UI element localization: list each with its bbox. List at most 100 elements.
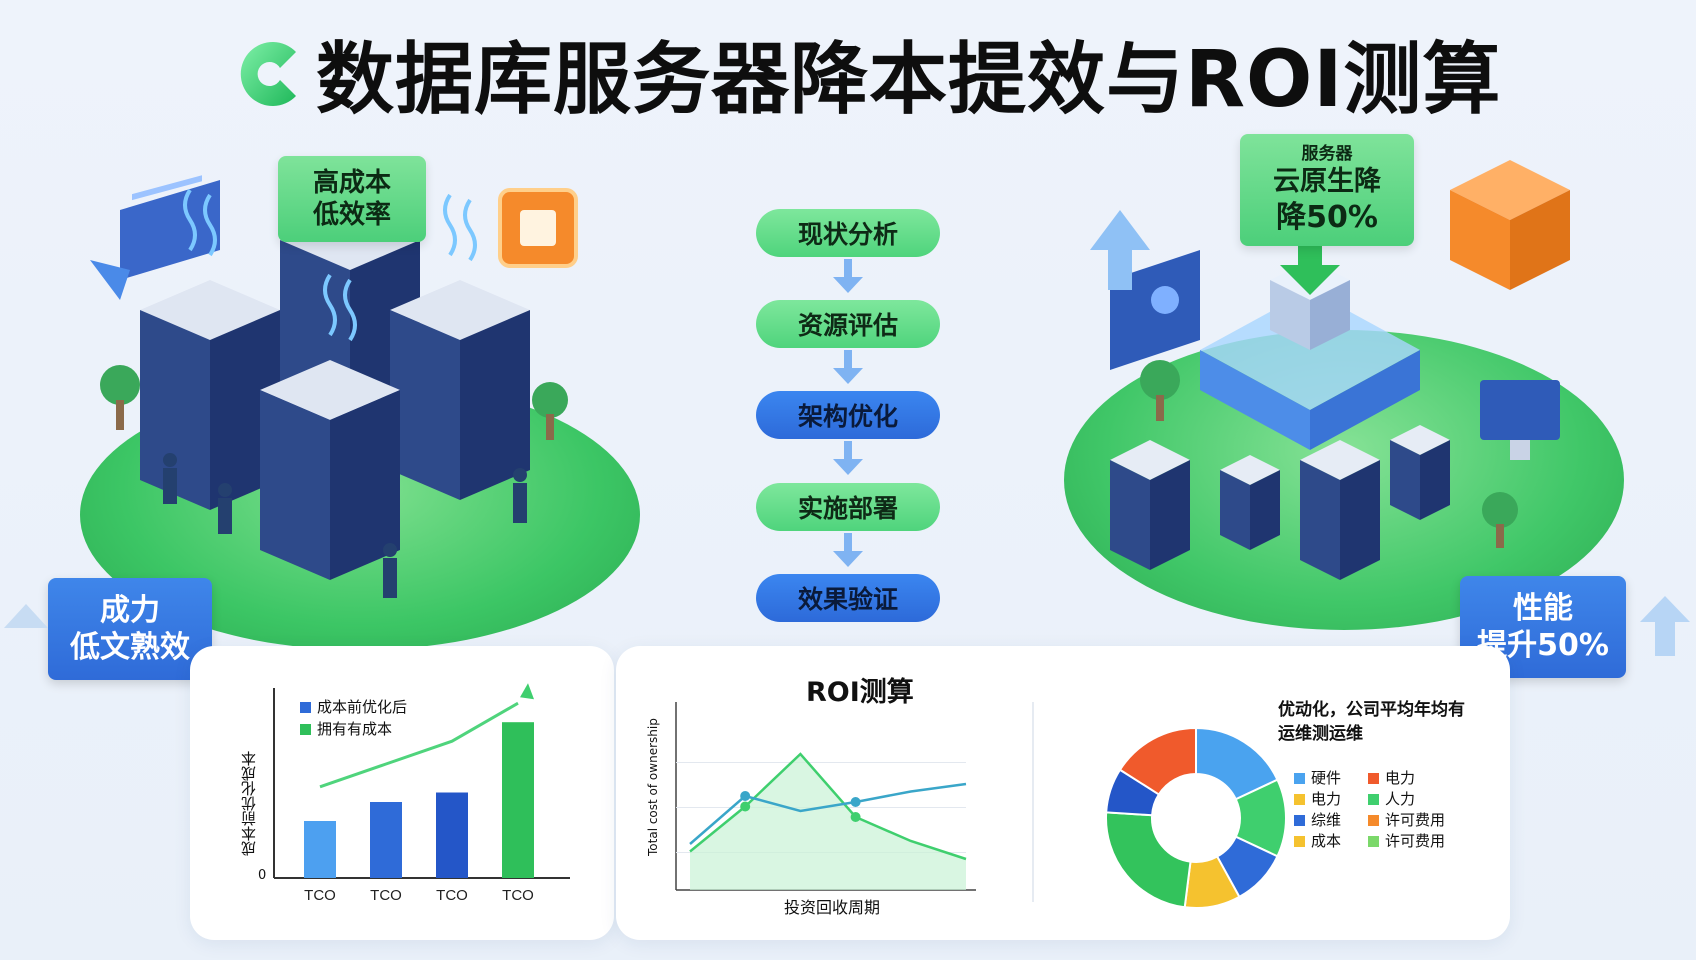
legend-item: 成本前优化后 [300,696,407,717]
monitor-icon [1480,380,1560,460]
heat-icon [183,188,477,342]
donut-title-line: 运维测运维 [1278,724,1363,744]
donut-slice [1118,726,1197,796]
arrow-down-icon [833,441,863,475]
cost-efficiency-badge: 成力 低文熟效 [48,578,212,680]
high-cost-badge: 高成本 低效率 [278,156,426,242]
legend-item: 拥有有成本 [300,718,392,739]
badge-line: 高成本 [312,167,391,198]
donut-legend-left: 硬件电力综维成本 [1294,768,1341,852]
cloud-native-cluster [1090,160,1570,580]
server-rack [1110,440,1190,570]
engineer-icon [513,468,527,523]
arrow-down-icon [833,259,863,293]
logo-icon [240,42,296,106]
tree-icon [532,382,568,440]
legend-swatch [300,724,311,735]
legend-swatch [300,702,311,713]
engineer-icon [163,453,177,504]
legend-label: 成本前优化后 [317,698,408,716]
server-rack [1300,440,1380,580]
flow-step-arch-optimize: 架构优化 [756,391,940,439]
donut-title-line: 优动化，公司平均年均有 [1278,700,1465,720]
server-rack [1220,455,1280,550]
badge-line: 性能 [1513,590,1573,626]
roi-panel: ROI测算 Total cost of ownership 投资回收周期 优动化… [616,646,1510,940]
data-point [850,812,861,822]
legend-label: 硬件 [1311,769,1342,787]
bar [304,821,336,878]
donut-title: 优动化，公司平均年均有 运维测运维 [1278,698,1465,746]
engineer-icon [383,543,397,598]
legend-label: 拥有有成本 [317,720,393,738]
legend-label: 许可费用 [1385,832,1446,850]
arrow-down-icon [833,350,863,384]
badge-line: 低效率 [312,200,391,230]
arrow-up-icon [4,604,48,628]
legend-item: 硬件 [1294,768,1341,789]
x-tick-label: TCO [304,887,336,904]
tree-icon [1482,492,1518,548]
legend-item: 成本 [1294,831,1341,852]
monitor-icon [1110,250,1200,370]
badge-line: 低文熟效 [70,630,190,665]
legend-label: 许可费用 [1385,811,1446,829]
server-rack [1390,425,1450,520]
legend-item: 许可费用 [1368,831,1445,852]
divider [1032,702,1034,902]
engineer-icon [218,483,232,534]
legend-swatch [1294,815,1305,826]
legend-item: 电力 [1294,789,1341,810]
legend-label: 人力 [1385,790,1416,808]
legend-item: 综维 [1294,810,1341,831]
trend-arrow [520,683,534,700]
legend-swatch [1368,794,1379,805]
data-point [740,801,751,812]
badge-line: 降50% [1276,199,1378,235]
legend-label: 电力 [1385,769,1416,787]
flow-step-deploy: 实施部署 [756,483,940,531]
chip-icon [498,188,578,268]
cloud-native-badge: 服务器 云原生降 降50% [1240,134,1414,246]
flow-step-verify: 效果验证 [756,574,940,622]
server-rack [390,280,530,500]
bar [502,722,534,878]
bar-chart: TCO TCO TCO TCO [273,683,570,904]
series-line [689,752,967,861]
legend-label: 综维 [1311,811,1342,829]
bar [436,792,468,878]
badge-line: 成力 [100,592,160,628]
roi-line-chart [675,702,976,891]
page-title: 数据库服务器降本提效与ROI测算 [316,35,1502,125]
donut-slice [1105,811,1192,909]
cost-donut-chart [1105,726,1287,909]
series-line [689,782,967,845]
arrow-up-icon [1640,596,1690,656]
x-tick-label: TCO [502,887,534,904]
badge-line: 云原生降 [1273,166,1381,197]
x-tick-label: TCO [436,887,468,904]
tree-icon [100,365,140,430]
legend-label: 电力 [1311,790,1342,808]
trend-line [319,701,519,789]
data-point [850,797,861,807]
legend-label: 成本 [1311,832,1342,850]
flow-step-current-analysis: 现状分析 [756,209,940,257]
tree-icon [1140,360,1180,421]
arrow-down-icon [833,533,863,567]
axis-zero-label: 0 [258,868,267,883]
legend-swatch [1368,773,1379,784]
arrow-up-icon [1090,210,1150,290]
legend-swatch [1368,836,1379,847]
flow-step-resource-eval: 资源评估 [756,300,940,348]
series-area [690,754,966,890]
legend-swatch [1294,836,1305,847]
line-chart-xlabel: 投资回收周期 [784,898,881,917]
donut-legend-right: 电力人力许可费用许可费用 [1368,768,1445,852]
x-tick-label: TCO [370,887,402,904]
server-rack [260,360,400,580]
legend-item: 电力 [1368,768,1445,789]
legend-swatch [1294,773,1305,784]
legend-item: 人力 [1368,789,1445,810]
